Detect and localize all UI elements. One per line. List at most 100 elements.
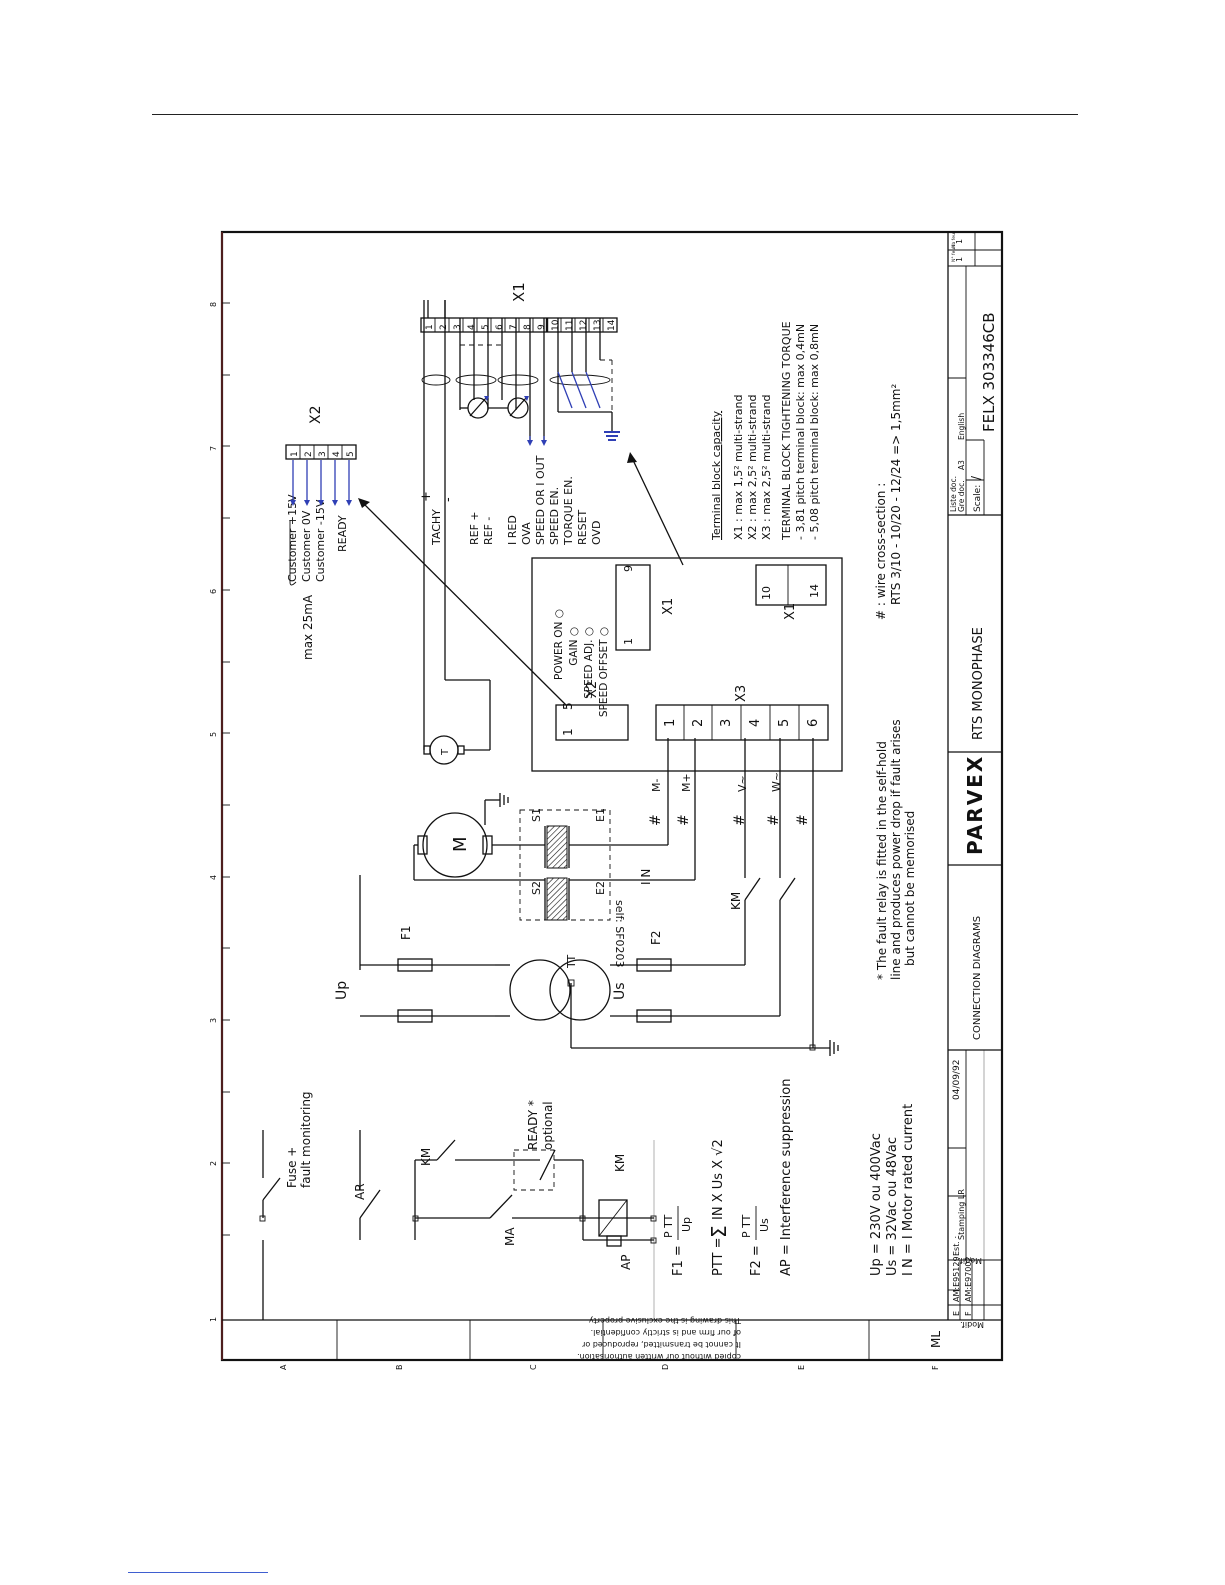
ratings: Up = 230V ou 400Vac Us = 32Vac ou 48Vac … xyxy=(869,1104,916,1276)
x2-output-label: READY xyxy=(336,515,349,552)
page-footer-rule xyxy=(128,1572,268,1573)
stamping-label: Stamping LR xyxy=(957,1189,966,1240)
x2-pin: 5 xyxy=(346,451,356,457)
tt-label: TT xyxy=(565,954,578,969)
col-label: 7 xyxy=(209,446,218,451)
fault-note: * The fault relay is fitted in the self-… xyxy=(875,741,889,980)
x3-pin: 3 xyxy=(719,719,734,727)
sheet-count: 1 xyxy=(955,239,964,244)
ready-optional-label: optional xyxy=(541,1101,555,1150)
control-circuit: Fuse + fault monitoring AR KM MA READY *… xyxy=(259,1091,657,1320)
product-title: RTS MONOPHASE xyxy=(971,627,986,740)
hash-mark: # xyxy=(732,814,748,826)
ptt-rhs: IN X Us X √2 xyxy=(711,1139,726,1220)
x1-signal: OVA xyxy=(520,522,533,545)
x2-output-label: Customer -15V xyxy=(314,499,327,582)
row-label: F xyxy=(931,1365,940,1370)
x1-pin: 9 xyxy=(537,324,547,330)
x2-box-label: X2 xyxy=(585,681,600,698)
row-label: C xyxy=(529,1364,538,1370)
notes: * The fault relay is fitted in the self-… xyxy=(874,384,917,980)
x2-pin: 3 xyxy=(318,451,328,457)
confidential-text: This drawing is the exclusive property xyxy=(589,1316,742,1325)
x3-pin: 6 xyxy=(806,719,821,727)
x1-pin: 5 xyxy=(481,324,491,330)
title-block: This drawing is the exclusive property o… xyxy=(577,231,1002,1361)
tachy-minus: - xyxy=(441,497,456,502)
capacity-line: X1 : max 1,5² multi-strand xyxy=(732,395,745,540)
torque-line: - 5,08 pitch terminal block: max 0,8mN xyxy=(808,324,821,540)
hash-mark: # xyxy=(795,814,811,826)
transformer: F1 Up TT Us F2 xyxy=(334,740,839,1056)
f2-den: Us xyxy=(758,1218,771,1232)
x2-pin: 2 xyxy=(304,451,314,457)
motor-section: S1 S2 E1 E2 self: SF0203 M T # xyxy=(413,300,814,968)
rating-in: I N = I Motor rated current xyxy=(901,1104,916,1276)
ptt-sigma: Σ xyxy=(707,1225,731,1238)
x1-pin: 2 xyxy=(439,324,449,330)
row-label: A xyxy=(279,1364,288,1370)
rev-f-code: AM:E97002 xyxy=(964,1256,973,1302)
tachy-plus: + xyxy=(419,491,434,502)
x1a-pin: 1 xyxy=(622,638,635,645)
x3-pin: 2 xyxy=(691,719,706,727)
nb-feuil-label: Nb feuil xyxy=(951,231,957,248)
led-speed-offset: SPEED OFFSET ○ xyxy=(598,627,610,717)
m-minus-label: M- xyxy=(650,779,663,792)
wire-note: # : wire cross-section : xyxy=(874,483,888,620)
f1-lhs: F1 = xyxy=(671,1245,686,1276)
km-contact-label: KM xyxy=(419,1148,433,1166)
x1-pin: 1 xyxy=(425,324,435,330)
up-label: Up xyxy=(334,981,350,1000)
km-coil-label: KM xyxy=(613,1154,627,1172)
m-plus-label: M+ xyxy=(680,773,693,792)
x1-pin: 6 xyxy=(495,324,505,330)
rating-us: Us = 32Vac ou 48Vac xyxy=(885,1137,900,1276)
x1-pin: 3 xyxy=(453,324,463,330)
row-label: D xyxy=(661,1364,670,1370)
col-label: 2 xyxy=(209,1161,218,1166)
x1-signal: SPEED OR I OUT xyxy=(534,455,547,545)
fuse-label: Fuse + xyxy=(285,1147,299,1188)
ready-label: READY * xyxy=(526,1100,540,1150)
gre-doc-label: Gre doc. xyxy=(957,480,966,512)
e1-label: E1 xyxy=(594,808,607,822)
led-speed-adj: SPEED ADJ. ○ xyxy=(583,627,595,699)
x1-terminal-block: TACHY + - REF + REF - I RED OVA SPEED OR… xyxy=(419,282,620,546)
x2-name: X2 xyxy=(308,406,324,425)
hash-mark: # xyxy=(648,814,664,826)
scale-value: / xyxy=(969,475,983,480)
x1-pin: 8 xyxy=(523,324,533,330)
led-gain: GAIN ○ xyxy=(568,627,580,666)
modif2-label: Modif. xyxy=(958,1256,982,1265)
f1-num: P TT xyxy=(662,1214,675,1238)
x1a-box-label: X1 xyxy=(661,598,676,615)
rating-up: Up = 230V ou 400Vac xyxy=(869,1133,884,1276)
x2-pin: 5 xyxy=(561,702,575,710)
motor-m-label: M xyxy=(450,836,471,852)
hash-mark: # xyxy=(766,814,782,826)
x1-signal: TORQUE EN. xyxy=(562,476,575,546)
x1-signal: OVD xyxy=(590,521,603,545)
wire-note: RTS 3/10 - 10/20 - 12/24 => 1,5mm² xyxy=(889,384,903,605)
f1-den: Up xyxy=(680,1217,693,1232)
x1-signal: I RED xyxy=(506,515,519,545)
col-label: 8 xyxy=(209,302,218,307)
x1-pin: 12 xyxy=(579,320,589,331)
col-label: 5 xyxy=(209,732,218,737)
col-label: 4 xyxy=(209,875,218,880)
doc-number: FELX 303346CB xyxy=(980,312,998,432)
x1-signal: REF - xyxy=(482,517,495,545)
terminal-capacity-notes: Terminal block capacity X1 : max 1,5² mu… xyxy=(710,321,821,541)
x2-pin: 4 xyxy=(332,451,342,457)
f2-lhs: F2 = xyxy=(749,1245,764,1276)
x1-pin: 7 xyxy=(509,324,519,330)
liste-doc-label: Liste doc. xyxy=(949,476,958,512)
self-label: self: SF0203 xyxy=(613,900,626,968)
x3-pin: 4 xyxy=(748,719,763,727)
date-value: 04/09/92 xyxy=(952,1060,962,1100)
capacity-line: X2 : max 2,5² multi-strand xyxy=(746,395,759,540)
x2-output-label: Customer 0V xyxy=(300,510,313,582)
s2-label: S2 xyxy=(530,881,543,895)
x1b-pin: 14 xyxy=(808,584,821,598)
